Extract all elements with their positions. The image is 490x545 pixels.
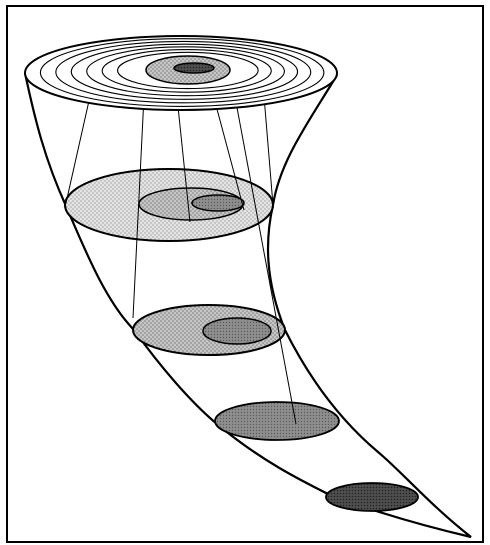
cross-section-2 xyxy=(133,305,285,355)
cone-body xyxy=(25,73,471,537)
cross-section-3 xyxy=(215,402,339,440)
top-core-group xyxy=(146,56,230,84)
cross-section-1 xyxy=(65,169,273,241)
cross-section-4 xyxy=(326,483,418,511)
